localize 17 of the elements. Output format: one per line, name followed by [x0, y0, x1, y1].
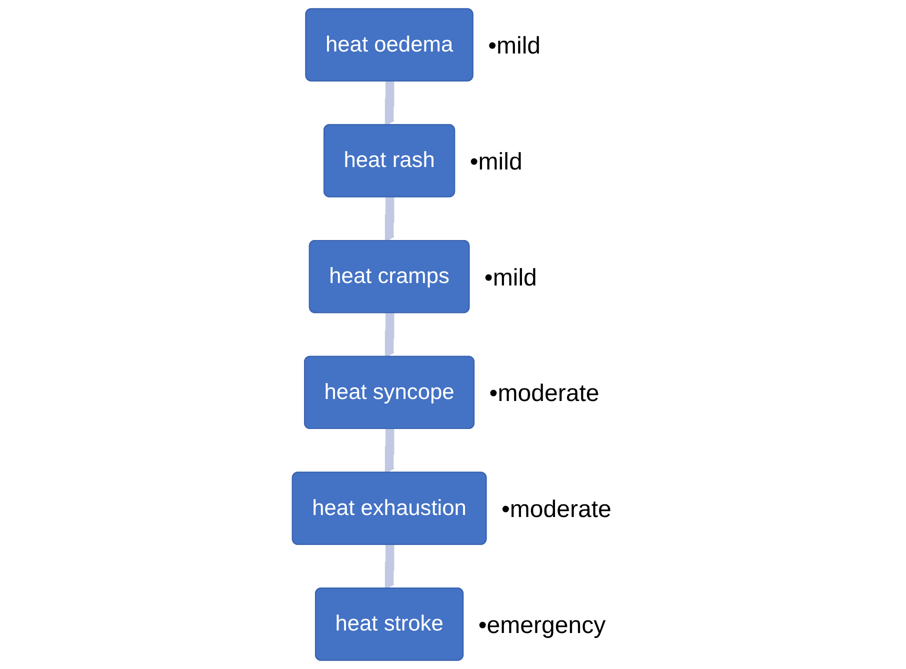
severity-label: •mild — [470, 148, 522, 176]
arrow — [384, 197, 395, 242]
severity-label: •emergency — [478, 612, 606, 639]
process-box: heat oedema — [305, 8, 474, 82]
arrow — [384, 81, 395, 126]
arrow — [384, 544, 395, 590]
process-box: heat syncope — [304, 356, 475, 430]
severity-label: •moderate — [501, 496, 612, 524]
severity-label: •mild — [484, 264, 537, 292]
severity-label: •moderate — [489, 380, 600, 408]
arrow — [384, 313, 395, 358]
process-box: heat exhaustion — [292, 472, 487, 545]
arrow — [384, 429, 395, 474]
severity-label: •mild — [488, 32, 541, 60]
process-box: heat rash — [323, 124, 456, 198]
process-box: heat cramps — [308, 240, 470, 314]
process-box: heat stroke — [314, 588, 464, 661]
